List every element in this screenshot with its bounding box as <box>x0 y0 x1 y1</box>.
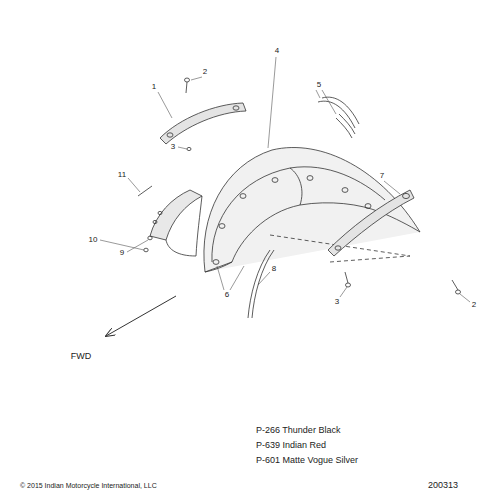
callout-number: 10 <box>89 236 98 244</box>
callout-number: 2 <box>472 301 476 309</box>
callout-number: 9 <box>120 249 124 257</box>
callout-number: 3 <box>171 143 175 151</box>
note-text: 200313 <box>428 481 458 490</box>
note-text: P-601 Matte Vogue Silver <box>256 456 358 465</box>
note-text: © 2015 Indian Motorcycle International, … <box>20 482 157 489</box>
callout-number: 7 <box>380 172 384 180</box>
note-text: P-266 Thunder Black <box>256 426 340 435</box>
callout-number: 5 <box>317 81 321 89</box>
callout-number: 11 <box>118 171 126 179</box>
note-text: P-639 Indian Red <box>256 441 326 450</box>
callout-number: 6 <box>225 291 229 299</box>
callout-number: 8 <box>272 265 276 273</box>
callout-number: 1 <box>152 83 156 91</box>
note-text: FWD <box>71 352 92 361</box>
callout-number: 4 <box>275 47 279 55</box>
callout-number: 3 <box>335 298 339 306</box>
callout-number: 2 <box>203 68 207 76</box>
